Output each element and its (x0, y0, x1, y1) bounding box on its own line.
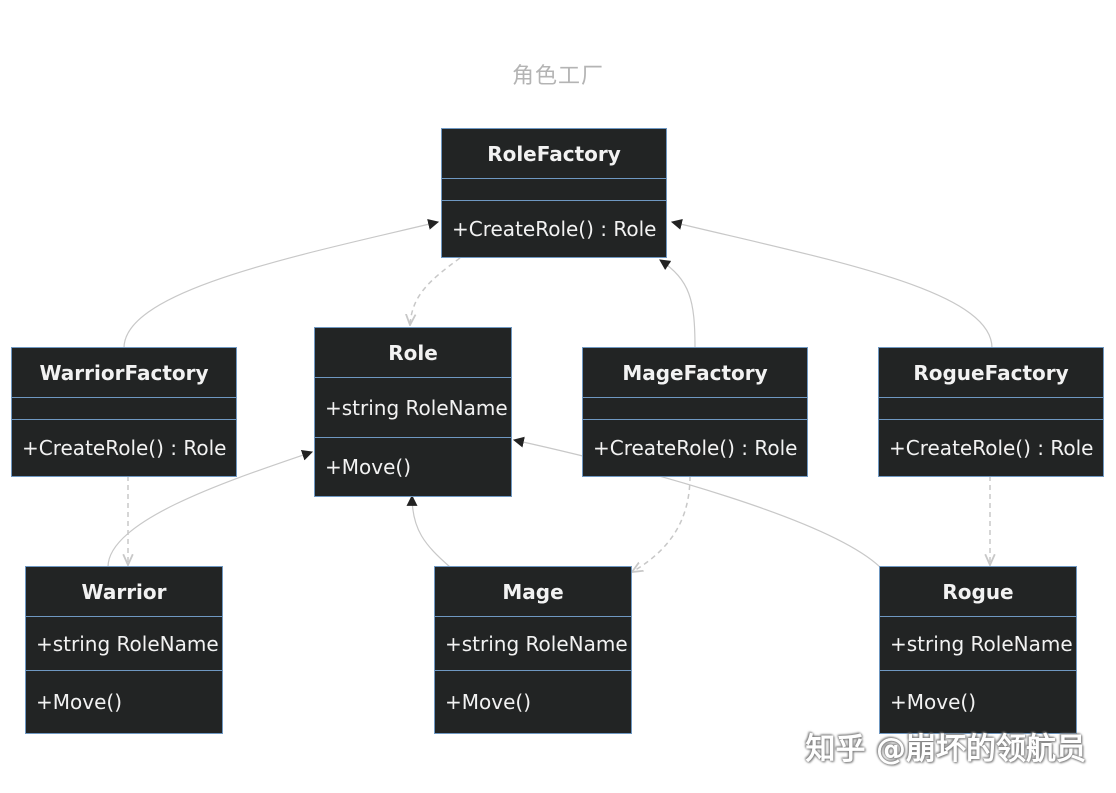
edge-magefactory-rolefactory (659, 259, 696, 349)
edge-roguefactory-rolefactory (670, 218, 993, 349)
method: +Move() (325, 455, 411, 479)
edge-warrior-role (107, 449, 314, 568)
edge-mage-role (406, 494, 451, 568)
class-name: WarriorFactory (12, 348, 236, 398)
class-name: RoleFactory (442, 129, 666, 179)
attributes-section (583, 398, 807, 420)
class-name: Role (315, 328, 511, 378)
method: +Move() (445, 690, 531, 714)
watermark: 知乎 @崩坏的领航员 (805, 732, 1086, 767)
diagram-title: 角色工厂 (511, 64, 604, 89)
class-name: MageFactory (583, 348, 807, 398)
edge-warriorfactory-rolefactory (123, 218, 440, 349)
class-warrior: Warrior +string RoleName +Move() (25, 566, 223, 734)
edge-magefactory-mage (632, 475, 691, 572)
class-name: Mage (435, 567, 631, 617)
attributes-section (879, 398, 1103, 420)
attribute: +string RoleName (26, 617, 222, 671)
method: +Move() (36, 690, 122, 714)
method: +CreateRole() : Role (22, 436, 227, 460)
attributes-section (442, 179, 666, 201)
attribute: +string RoleName (880, 617, 1076, 671)
class-name: Rogue (880, 567, 1076, 617)
class-rogue: Rogue +string RoleName +Move() (879, 566, 1077, 734)
edge-rolefactory-role (410, 257, 461, 325)
class-mage: Mage +string RoleName +Move() (434, 566, 632, 734)
attribute: +string RoleName (435, 617, 631, 671)
class-warriorfactory: WarriorFactory +CreateRole() : Role (11, 347, 237, 477)
method: +CreateRole() : Role (889, 436, 1094, 460)
method: +CreateRole() : Role (452, 217, 657, 241)
attribute: +string RoleName (315, 378, 511, 438)
class-name: Warrior (26, 567, 222, 617)
method: +Move() (890, 690, 976, 714)
class-rolefactory: RoleFactory +CreateRole() : Role (441, 128, 667, 258)
method: +CreateRole() : Role (593, 436, 798, 460)
class-roguefactory: RogueFactory +CreateRole() : Role (878, 347, 1104, 477)
attributes-section (12, 398, 236, 420)
class-role: Role +string RoleName +Move() (314, 327, 512, 497)
class-name: RogueFactory (879, 348, 1103, 398)
class-magefactory: MageFactory +CreateRole() : Role (582, 347, 808, 477)
edge-rogue-role (512, 436, 881, 568)
